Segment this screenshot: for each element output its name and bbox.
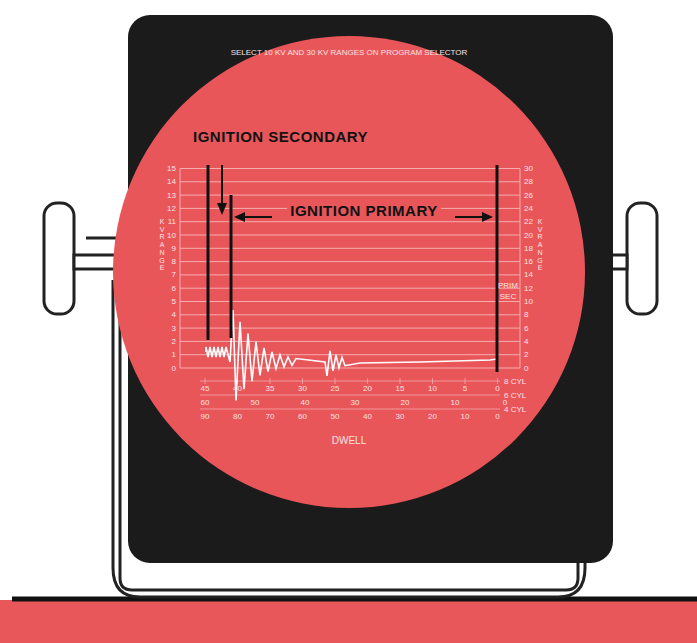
scale-label: 8: [524, 310, 528, 319]
heading-label: IGNITION PRIMARY: [287, 202, 440, 219]
scale-label: 45: [201, 384, 210, 393]
scale-label: 6: [524, 324, 528, 333]
scale-label: 0: [495, 384, 499, 393]
handle: [627, 203, 657, 314]
grid-line: [520, 169, 521, 369]
arrow-head: [234, 212, 245, 222]
scale-label: 13: [167, 191, 176, 200]
marker-line: [207, 165, 210, 340]
arrow-head: [217, 203, 227, 215]
scale-label: 1: [172, 350, 176, 359]
scale-label: 9: [172, 244, 176, 253]
scale-label: 28: [524, 177, 533, 186]
scale-label: 30: [524, 164, 533, 173]
scale-label: 4: [172, 310, 176, 319]
scale-label: 18: [524, 244, 533, 253]
grid-line: [180, 181, 520, 182]
grid-line: [180, 168, 520, 169]
scale-label: 4 CYL: [504, 405, 526, 414]
heading-label: IGNITION SECONDARY: [193, 128, 368, 145]
grid-line: [180, 368, 520, 369]
grid-line: [205, 378, 206, 384]
scale-label: 10: [451, 398, 460, 407]
scale-label: 14: [167, 177, 176, 186]
waveform: [206, 310, 497, 400]
scale-label: 0: [172, 364, 176, 373]
scale-label: 0: [495, 412, 499, 421]
scale-label: 10: [167, 231, 176, 240]
grid-line: [180, 169, 181, 369]
scale-label: 16: [524, 257, 533, 266]
scale-label: 20: [401, 398, 410, 407]
scale-label: 30: [351, 398, 360, 407]
scale-label: 10: [461, 412, 470, 421]
scale-label: 26: [524, 191, 533, 200]
handle: [44, 203, 74, 314]
scale-label: 4: [524, 337, 528, 346]
scale-label: PRIM: [498, 281, 518, 290]
scale-label: 6 CYL: [504, 391, 526, 400]
grid-line: [367, 378, 368, 384]
scale-label: 5: [172, 297, 176, 306]
scale-label: 2: [172, 337, 176, 346]
grid-line: [335, 378, 336, 384]
scale-label: DWELL: [332, 435, 366, 446]
scale-label: 90: [201, 412, 210, 421]
scale-label: 40: [363, 412, 372, 421]
arrow-head: [482, 212, 493, 222]
scale-label: 80: [233, 412, 242, 421]
scope-screen: [113, 36, 585, 508]
scale-label: 50: [331, 412, 340, 421]
scale-label: 8: [172, 257, 176, 266]
scale-label: 70: [266, 412, 275, 421]
scale-label: 40: [233, 384, 242, 393]
scale-label: 10: [428, 384, 437, 393]
scale-label: 6: [172, 284, 176, 293]
scale-label: 30: [396, 412, 405, 421]
scale-label: 0: [524, 364, 528, 373]
marker-line: [496, 165, 499, 372]
scale-label: 60: [298, 412, 307, 421]
scale-label: KV RANGE: [537, 218, 544, 272]
scale-label: 60: [201, 398, 210, 407]
scale-label: SELECT 10 KV AND 30 KV RANGES ON PROGRAM…: [231, 48, 468, 57]
scale-label: 14: [524, 270, 533, 279]
marker-line: [230, 195, 233, 338]
scale-label: 35: [266, 384, 275, 393]
scale-label: 15: [396, 384, 405, 393]
scale-label: KV RANGE: [159, 218, 166, 272]
grid-line: [432, 378, 433, 384]
grid-line: [400, 378, 401, 384]
grid-line: [270, 378, 271, 384]
scale-label: 20: [363, 384, 372, 393]
scale-label: 12: [167, 204, 176, 213]
scale-label: 8 CYL: [504, 377, 526, 386]
scale-label: 20: [428, 412, 437, 421]
scale-label: 3: [172, 324, 176, 333]
scale-label: 7: [172, 270, 176, 279]
grid-line: [200, 395, 500, 396]
scale-label: 40: [301, 398, 310, 407]
grid-line: [302, 378, 303, 384]
scale-label: 25: [331, 384, 340, 393]
scale-label: 20: [524, 231, 533, 240]
scale-label: 10: [524, 297, 533, 306]
scale-label: 15: [167, 164, 176, 173]
scale-label: 12: [524, 284, 533, 293]
scale-label: 22: [524, 217, 533, 226]
grid-line: [465, 378, 466, 384]
scale-label: 50: [251, 398, 260, 407]
base-band: [0, 600, 697, 643]
scale-label: 11: [168, 217, 176, 226]
pointer-arrow: [221, 165, 223, 205]
grid-line: [497, 378, 498, 384]
grid-line: [200, 409, 500, 410]
scale-label: 5: [463, 384, 467, 393]
scale-label: SEC: [500, 292, 516, 301]
scale-label: 24: [524, 204, 533, 213]
scale-label: 30: [298, 384, 307, 393]
scale-label: 2: [524, 350, 528, 359]
